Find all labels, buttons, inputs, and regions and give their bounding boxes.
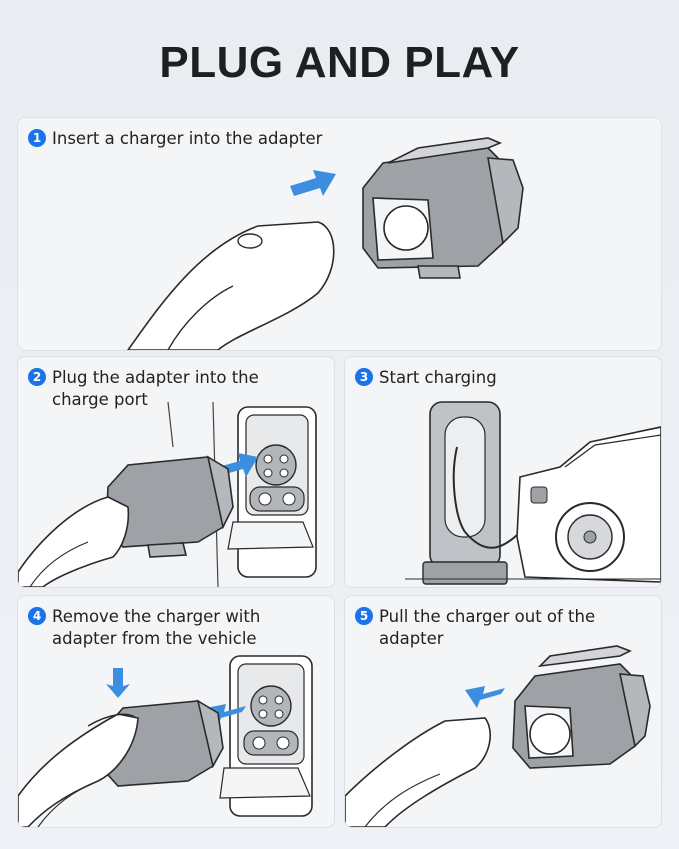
step-number-badge: 3 — [355, 368, 373, 386]
arrow-down-icon — [106, 668, 130, 698]
adapter-icon — [512, 645, 651, 769]
step-4-panel: 4 Remove the charger with adapter from t… — [17, 595, 335, 828]
step-text-line: Pull the charger out of the — [379, 607, 596, 626]
step-number-badge: 5 — [355, 607, 373, 625]
step-5-panel: 5 Pull the charger out of the adapter — [344, 595, 662, 828]
step-3-label: 3 Start charging — [355, 367, 497, 389]
step-4-illustration — [18, 655, 313, 827]
step-text-line: Insert a charger into the adapter — [52, 129, 323, 148]
step-2-panel: 2 Plug the adapter into the charge port — [17, 356, 335, 588]
adapter-icon — [105, 455, 234, 558]
step-1-panel: 1 Insert a charger into the adapter — [17, 117, 662, 351]
car-icon — [516, 426, 661, 583]
step-number-badge: 2 — [28, 368, 46, 386]
step-3-illustration — [405, 401, 661, 585]
step-text-line: Plug the adapter into the — [52, 368, 259, 387]
step-text-line: Start charging — [379, 368, 497, 387]
arrow-right-icon — [290, 170, 336, 196]
step-text-line: charge port — [52, 390, 148, 409]
step-2-illustration — [18, 401, 317, 587]
step-1-label: 1 Insert a charger into the adapter — [28, 128, 322, 150]
step-text-line: adapter from the vehicle — [52, 629, 257, 648]
step-4-label: 4 Remove the charger with adapter from t… — [28, 606, 260, 650]
adapter-icon — [362, 137, 524, 279]
charger-plug-icon — [18, 496, 130, 587]
step-3-panel: 3 Start charging — [344, 356, 662, 588]
step-5-illustration — [345, 645, 651, 827]
step-number-badge: 4 — [28, 607, 46, 625]
page-title: PLUG AND PLAY — [159, 38, 520, 87]
step-number-badge: 1 — [28, 129, 46, 147]
step-5-label: 5 Pull the charger out of the adapter — [355, 606, 595, 650]
step-text-line: adapter — [379, 629, 444, 648]
charging-station-icon — [422, 401, 508, 585]
step-text-line: Remove the charger with — [52, 607, 261, 626]
step-2-label: 2 Plug the adapter into the charge port — [28, 367, 259, 411]
arrow-left-icon — [465, 686, 505, 708]
charger-plug-icon — [345, 717, 491, 827]
step-1-illustration — [127, 137, 524, 350]
